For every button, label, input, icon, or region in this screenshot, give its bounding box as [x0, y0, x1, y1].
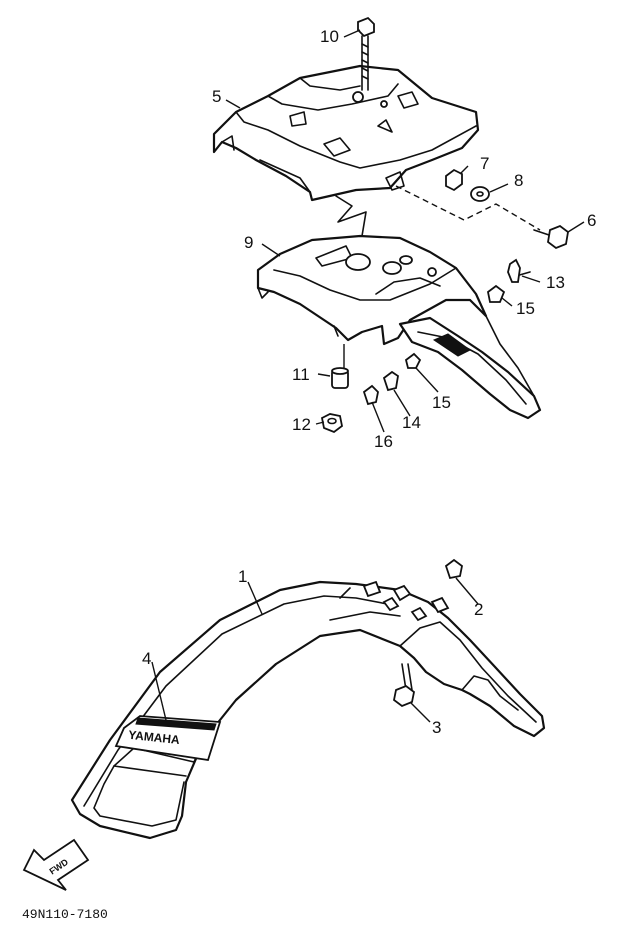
- callout-15-lower: 15: [432, 393, 451, 412]
- mounting-axis-line: [395, 185, 541, 231]
- callout-11: 11: [292, 365, 310, 384]
- callout-16: 16: [374, 432, 393, 451]
- part-15-clip-nut-lower: [404, 352, 422, 369]
- part-13-screw: [507, 258, 531, 283]
- leader-lines: [151, 29, 585, 723]
- part-15-clip-nut-upper: [487, 284, 506, 303]
- callout-1: 1: [238, 567, 247, 586]
- callout-9: 9: [244, 233, 253, 252]
- part-7-nut: [445, 168, 463, 192]
- part-4-emblem-decal: YAMAHA: [114, 715, 222, 762]
- part-8-washer: [470, 186, 490, 202]
- part-9-fender-upper: [256, 234, 488, 346]
- emblem-yamaha-text: YAMAHA: [128, 728, 181, 747]
- part-16-nut: [362, 384, 379, 406]
- callout-5: 5: [212, 87, 221, 106]
- part-6-bolt: [533, 224, 569, 250]
- callout-6: 6: [587, 211, 596, 230]
- part-2-nut: [444, 558, 463, 580]
- part-3-bolt: [393, 663, 415, 708]
- part-10-bolt: [357, 16, 375, 91]
- callout-14: 14: [402, 413, 421, 432]
- callout-8: 8: [514, 171, 523, 190]
- part-12-grommet: [320, 413, 343, 434]
- callout-15-upper: 15: [516, 299, 535, 318]
- callout-12: 12: [292, 415, 311, 434]
- part-11-collar: [331, 367, 349, 389]
- fwd-direction-arrow: FWD: [22, 838, 90, 891]
- callout-4: 4: [142, 649, 151, 668]
- part-1-rear-fender: [70, 580, 546, 840]
- separation-break-line: [335, 195, 367, 237]
- callout-7: 7: [480, 154, 489, 173]
- callout-13: 13: [546, 273, 565, 292]
- part-5-rear-cover: [212, 64, 480, 202]
- callout-10: 10: [320, 27, 339, 46]
- part-14-clip: [382, 370, 399, 392]
- drawing-code: 49N110-7180: [22, 907, 108, 922]
- callout-2: 2: [474, 600, 483, 619]
- callout-3: 3: [432, 718, 441, 737]
- fender-tail-flap: [398, 299, 542, 420]
